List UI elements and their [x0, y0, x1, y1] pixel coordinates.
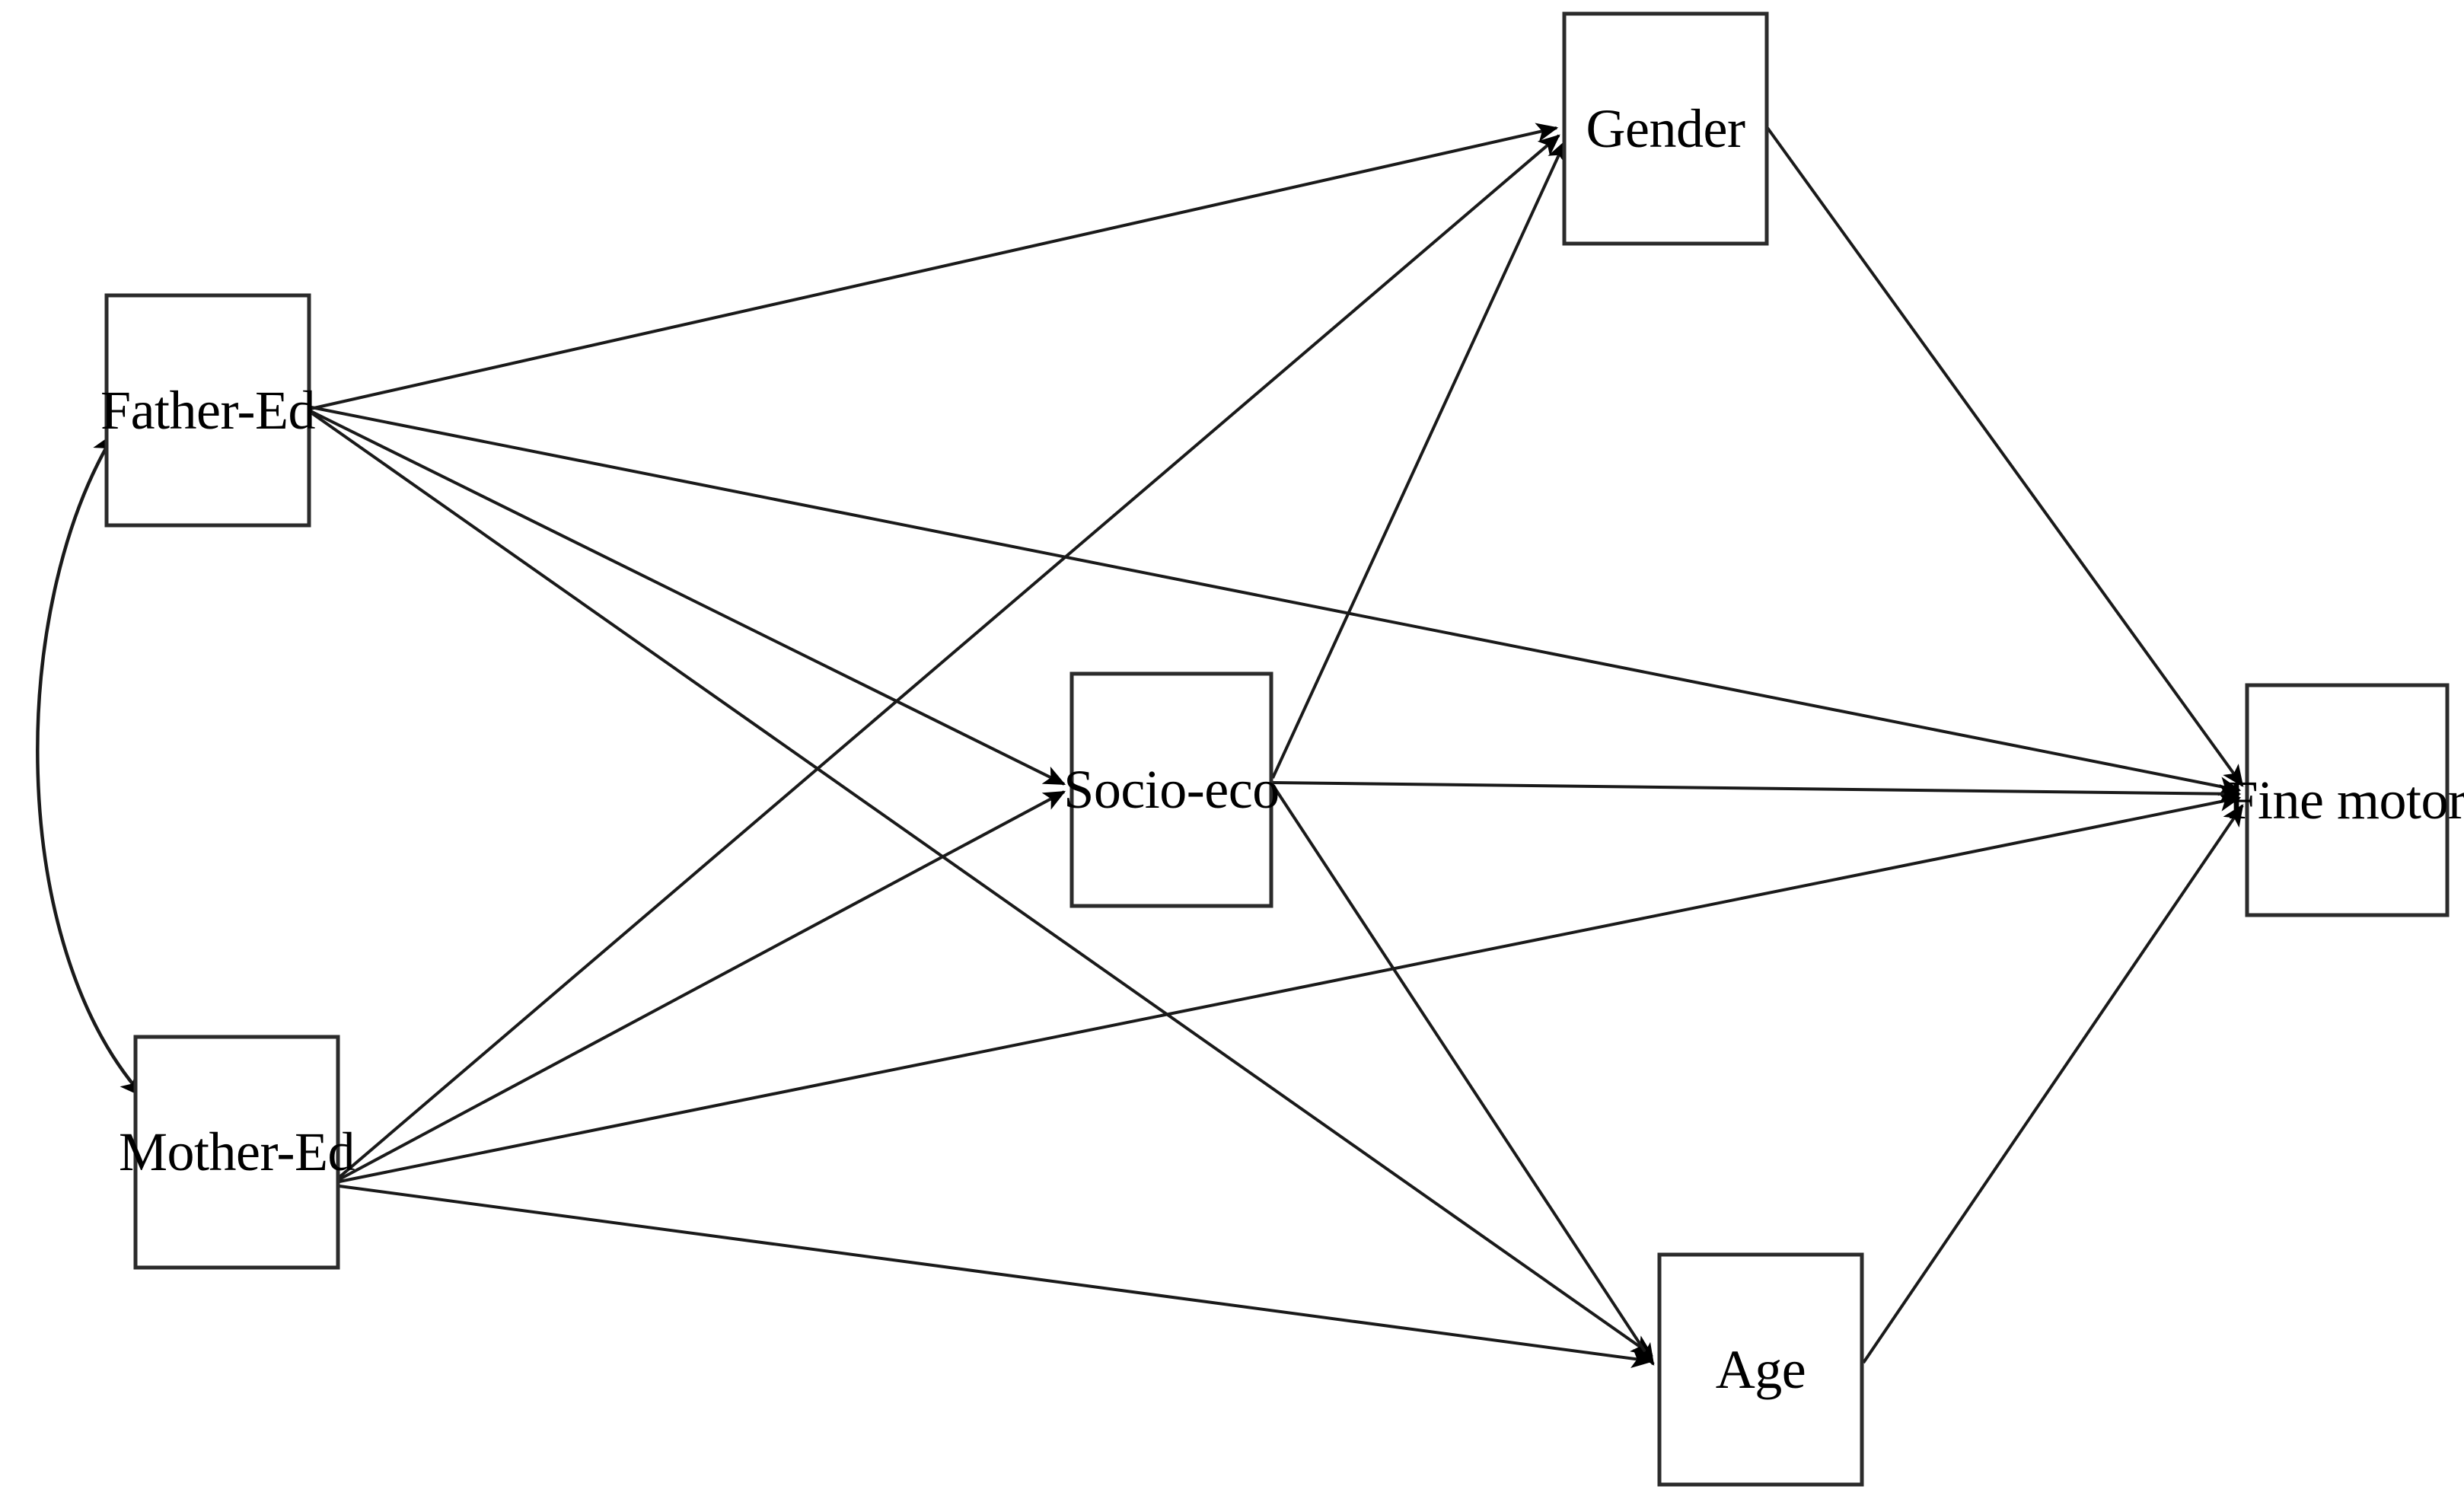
- edge-socio-eco-fine-motor: [1272, 781, 2242, 804]
- node-box-mother-ed[interactable]: [133, 1035, 340, 1270]
- node-box-age[interactable]: [1657, 1252, 1864, 1487]
- edge-father-ed-mother-ed: [36, 432, 145, 1098]
- edge-socio-eco-gender: [1271, 139, 1567, 779]
- edge-father-ed-fine-motor: [311, 406, 2242, 796]
- edge-age-fine-motor: [1862, 804, 2244, 1364]
- edge-father-ed-gender: [310, 123, 1559, 410]
- edge-socio-eco-age: [1273, 786, 1655, 1366]
- edge-mother-ed-socio-eco: [339, 790, 1066, 1181]
- edge-gender-fine-motor: [1766, 126, 2244, 787]
- edge-father-ed-socio-eco: [310, 410, 1066, 786]
- edge-mother-ed-fine-motor: [339, 792, 2242, 1183]
- node-box-socio-eco[interactable]: [1069, 671, 1273, 908]
- edge-mother-ed-gender: [338, 134, 1560, 1178]
- edge-father-ed-age: [311, 412, 1653, 1357]
- node-box-gender[interactable]: [1562, 11, 1769, 246]
- node-box-fine-motor[interactable]: [2245, 683, 2450, 917]
- node-box-father-ed[interactable]: [104, 293, 311, 528]
- edge-mother-ed-age: [339, 1185, 1654, 1369]
